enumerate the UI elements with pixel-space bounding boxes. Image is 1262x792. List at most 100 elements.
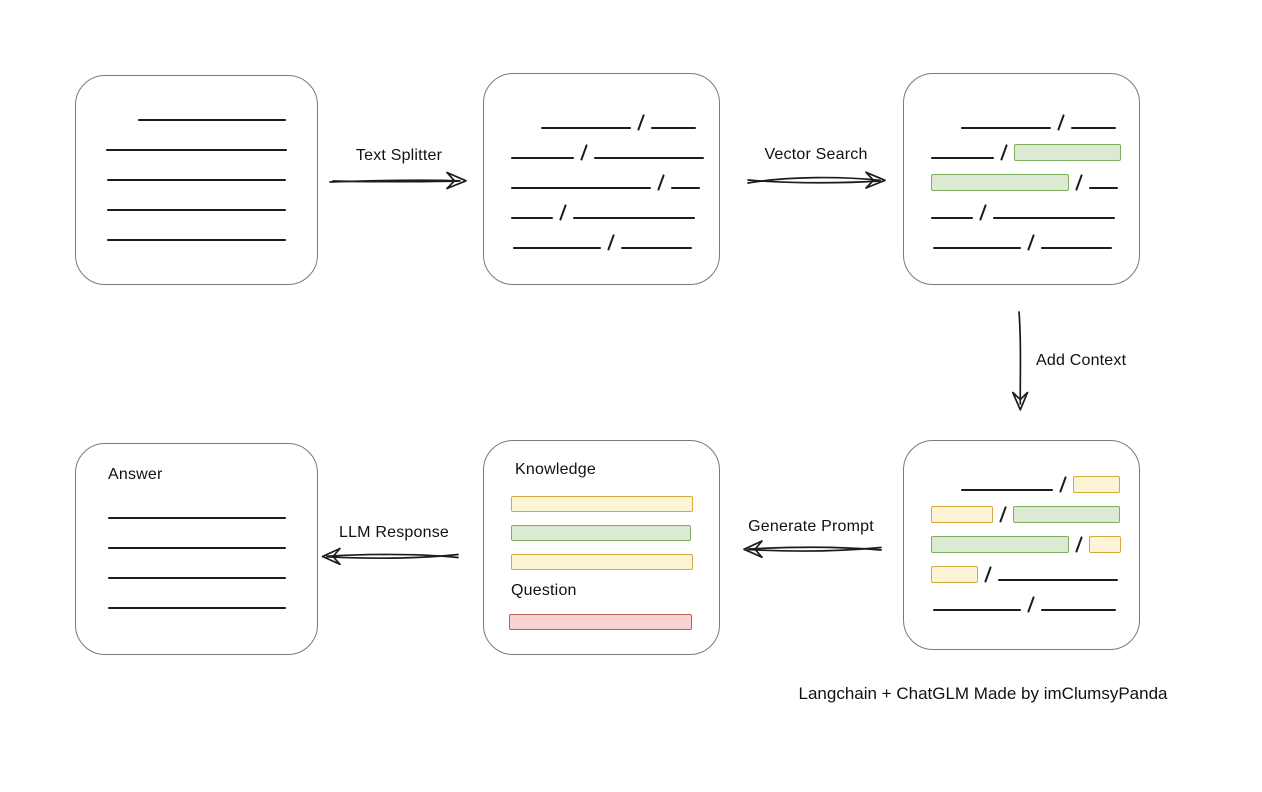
text-line — [108, 547, 286, 549]
chunk-row — [76, 581, 317, 611]
chunk-row — [904, 161, 1139, 191]
text-line — [933, 609, 1021, 611]
text-line — [511, 217, 553, 219]
slash-mark — [607, 234, 616, 251]
vector-search-arrow — [747, 171, 886, 189]
document-lines — [76, 76, 317, 243]
diagram-caption: Langchain + ChatGLM Made by imClumsyPand… — [798, 684, 1168, 703]
search-result-node — [903, 73, 1140, 285]
yellow-chunk-highlight — [1073, 476, 1121, 493]
slash-mark — [979, 204, 988, 221]
add-context-label: Add Context — [1036, 352, 1127, 369]
yellow-chunk-highlight — [1089, 536, 1122, 553]
chunk-row — [484, 191, 719, 221]
question-label: Question — [511, 582, 577, 599]
context-rows — [904, 441, 1139, 613]
green-chunk-highlight — [1014, 144, 1122, 161]
text-line — [621, 247, 693, 249]
slash-mark — [1027, 596, 1036, 613]
text-line — [1071, 127, 1117, 129]
chunk-row — [76, 213, 317, 243]
question-bars — [509, 614, 692, 643]
chunk-row — [904, 583, 1139, 613]
context-node — [903, 440, 1140, 650]
answer-lines — [76, 444, 317, 611]
chunk-row — [76, 551, 317, 581]
text-line — [931, 157, 994, 159]
text-line — [108, 517, 286, 519]
text-line — [1041, 247, 1113, 249]
chunk-row — [76, 521, 317, 551]
slash-mark — [984, 566, 993, 583]
yellow-chunk-highlight — [931, 566, 978, 583]
chunk-row — [76, 183, 317, 213]
chunk-row — [904, 463, 1139, 493]
slash-mark — [580, 144, 589, 161]
text-line — [107, 179, 286, 181]
knowledge-label: Knowledge — [515, 461, 596, 478]
text-line — [108, 577, 286, 579]
chunk-row — [904, 523, 1139, 553]
text-line — [933, 247, 1021, 249]
slash-mark — [1000, 144, 1009, 161]
text-splitter-label: Text Splitter — [355, 147, 443, 164]
llm-response-label: LLM Response — [338, 524, 450, 541]
split-text-node — [483, 73, 720, 285]
text-line — [138, 119, 286, 121]
chunk-row — [76, 491, 317, 521]
llm-response-arrow — [321, 547, 459, 566]
chunk-row — [484, 221, 719, 251]
slash-mark — [999, 506, 1008, 523]
document-node — [75, 75, 318, 285]
chunk-row — [76, 153, 317, 183]
text-line — [541, 127, 631, 129]
text-splitter-arrow — [329, 171, 467, 190]
green-chunk-highlight — [1013, 506, 1121, 523]
chunk-row — [76, 123, 317, 153]
text-line — [107, 209, 286, 211]
search-result-rows — [904, 74, 1139, 251]
red-bar — [509, 614, 692, 630]
text-line — [961, 127, 1051, 129]
chunk-row — [904, 131, 1139, 161]
text-line — [108, 607, 286, 609]
green-chunk-highlight — [931, 536, 1069, 553]
text-line — [651, 127, 697, 129]
text-line — [671, 187, 701, 189]
green-chunk-highlight — [931, 174, 1069, 191]
answer-label: Answer — [108, 466, 163, 483]
slash-mark — [1027, 234, 1036, 251]
chunk-row — [484, 101, 719, 131]
chunk-row — [904, 553, 1139, 583]
text-line — [106, 149, 287, 151]
slash-mark — [559, 204, 568, 221]
text-line — [573, 217, 696, 219]
slash-mark — [1057, 114, 1066, 131]
generate-prompt-arrow — [743, 540, 882, 559]
text-line — [961, 489, 1053, 491]
split-text-rows — [484, 74, 719, 251]
slash-mark — [1059, 476, 1068, 493]
text-line — [513, 247, 601, 249]
text-line — [1089, 187, 1119, 189]
text-line — [993, 217, 1116, 219]
generate-prompt-label: Generate Prompt — [748, 518, 874, 535]
text-line — [511, 187, 651, 189]
chunk-row — [904, 493, 1139, 523]
prompt-node: Knowledge Question — [483, 440, 720, 655]
yellow-bar — [511, 554, 693, 570]
yellow-bar — [511, 496, 693, 512]
text-line — [107, 239, 286, 241]
chunk-row — [76, 93, 317, 123]
slash-mark — [657, 174, 666, 191]
chunk-row — [484, 161, 719, 191]
slash-mark — [637, 114, 646, 131]
answer-node: Answer — [75, 443, 318, 655]
slash-mark — [1075, 536, 1084, 553]
add-context-arrow — [1011, 311, 1029, 411]
chunk-row — [484, 131, 719, 161]
green-bar — [511, 525, 691, 541]
knowledge-bars — [511, 496, 693, 583]
yellow-chunk-highlight — [931, 506, 993, 523]
